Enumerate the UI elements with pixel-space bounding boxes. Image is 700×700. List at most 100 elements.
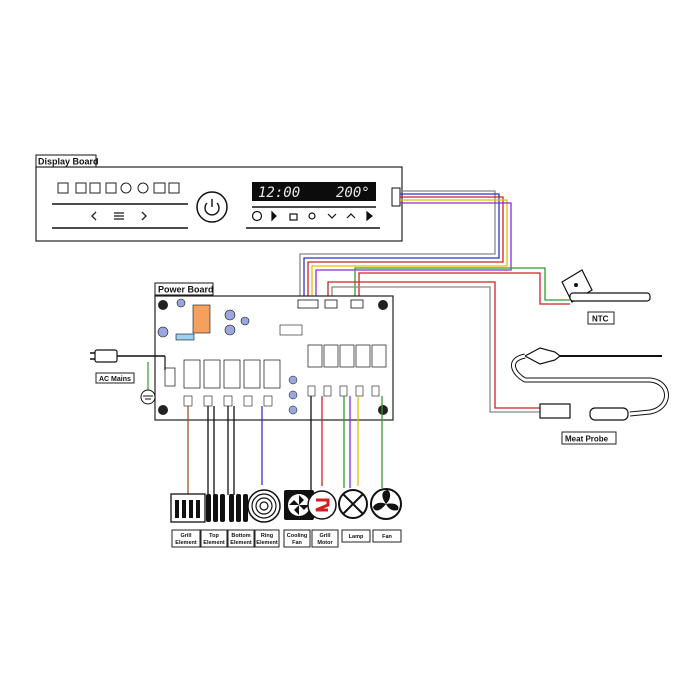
lock-icon[interactable]	[289, 213, 298, 221]
up-icon[interactable]	[346, 213, 356, 219]
component-label-lamp: Lamp	[341, 529, 371, 543]
component-label-text: Cooling	[287, 533, 307, 539]
display-harness	[299, 190, 512, 300]
top-element-icon	[206, 494, 225, 522]
light-icon[interactable]	[308, 212, 316, 220]
probe-handle	[523, 347, 561, 365]
probe-wire-grey	[331, 286, 540, 413]
lcd-temperature: 200°	[336, 185, 370, 201]
lcd-screen	[252, 182, 376, 201]
probe-wires	[327, 281, 540, 413]
component-label-text: Element	[230, 540, 252, 546]
probe-connector-port	[324, 299, 338, 309]
ac-mains: AC Mains	[90, 349, 166, 405]
relay-bank-right	[307, 344, 387, 368]
mount-hole	[378, 300, 388, 310]
function-icon-2[interactable]	[75, 182, 87, 194]
down-icon[interactable]	[327, 213, 337, 219]
meat-probe-label: Meat Probe	[565, 435, 609, 444]
function-icon-3[interactable]	[89, 182, 101, 194]
function-icon-6[interactable]	[137, 182, 149, 194]
component	[175, 333, 195, 341]
ring-element-icon	[247, 489, 281, 523]
meat-probe-label-box	[561, 431, 617, 445]
grill-element-icon	[170, 493, 206, 523]
bottom-element-icon	[229, 494, 248, 522]
touch-icons	[251, 210, 373, 222]
components-row	[170, 488, 402, 523]
display-board: Display Board	[35, 154, 403, 242]
relay-bank-left	[183, 359, 281, 389]
chevron-left-icon[interactable]	[91, 211, 97, 221]
bell-icon[interactable]	[271, 210, 277, 222]
harness-wire-yellow	[311, 199, 508, 300]
power-icon	[204, 199, 220, 216]
capacitor	[224, 309, 236, 321]
probe-wire-red	[327, 281, 540, 409]
timer-icon[interactable]	[251, 210, 263, 222]
component-label-text: Fan	[382, 534, 392, 540]
component-label-text: Top	[209, 533, 219, 539]
component-label-text: Grill	[319, 533, 330, 539]
function-icon-8[interactable]	[168, 182, 180, 194]
component-label-text: Lamp	[349, 534, 364, 540]
probe-plug	[589, 407, 629, 421]
meat-probe: Meat Probe	[511, 347, 669, 445]
nav-row	[91, 211, 147, 221]
mount-hole	[158, 300, 168, 310]
play-icon[interactable]	[366, 210, 373, 222]
component-label-text: Element	[256, 540, 278, 546]
harness-wire-blue	[303, 193, 500, 300]
component-label-text: Fan	[292, 540, 302, 546]
chevron-right-icon[interactable]	[141, 211, 147, 221]
ground-icon	[140, 389, 156, 405]
component-label-text: Ring	[261, 533, 273, 539]
probe-socket	[539, 403, 571, 419]
ntc-connector-port	[350, 299, 364, 309]
component-label-text: Element	[175, 540, 197, 546]
mount-hole	[158, 405, 168, 415]
capacitor	[176, 298, 186, 308]
harness-wire-grey	[299, 190, 496, 300]
lcd-time: 12:00	[258, 185, 300, 201]
ntc-label-box	[587, 311, 615, 325]
capacitor	[224, 324, 236, 336]
display-connector-port	[297, 299, 319, 309]
harness-wire-red	[307, 196, 504, 300]
component-label-text: Grill	[180, 533, 191, 539]
mount-hole	[378, 405, 388, 415]
function-icon-7[interactable]	[153, 182, 166, 194]
capacitor	[157, 326, 169, 338]
probe-cable	[511, 353, 669, 417]
ic-chip	[192, 304, 211, 334]
ntc-wire-green	[354, 267, 570, 301]
ntc-probe-tube	[569, 292, 651, 302]
function-icons	[57, 182, 180, 194]
display-connector	[391, 187, 401, 207]
function-icon-5[interactable]	[120, 182, 132, 194]
component-label-text: Motor	[317, 540, 333, 546]
lamp-icon	[338, 489, 368, 519]
cooling-fan-icon	[284, 490, 314, 520]
display-board-title: Display Board	[38, 157, 99, 167]
mains-terminal	[164, 367, 176, 387]
mains-plug	[94, 349, 118, 363]
grill-motor-icon	[307, 490, 337, 520]
ac-mains-label: AC Mains	[99, 376, 131, 383]
harness-wire-purple	[315, 202, 512, 300]
function-icon-4[interactable]	[105, 182, 117, 194]
component-label-fan: Fan	[372, 529, 402, 543]
component	[279, 324, 303, 336]
function-icon-1[interactable]	[57, 182, 69, 194]
component-label-text: Bottom	[231, 533, 250, 539]
component-label-text: Element	[203, 540, 225, 546]
output-wires	[187, 396, 383, 495]
power-board-title-box	[154, 282, 214, 296]
fan-icon	[370, 488, 402, 520]
